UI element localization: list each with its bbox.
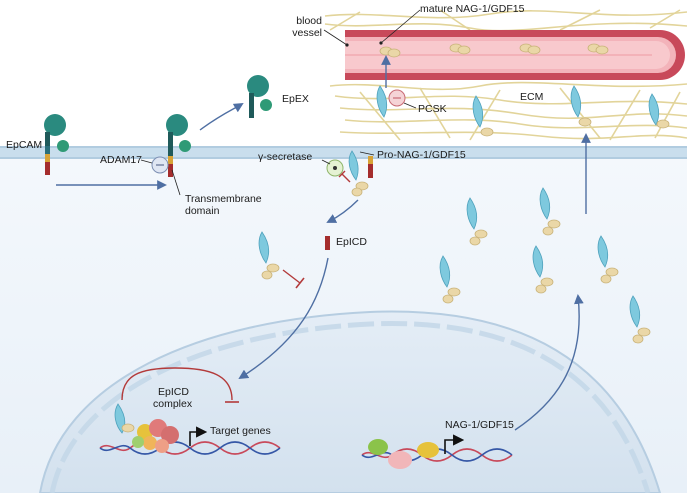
- expression-arrow: [514, 294, 584, 431]
- gamma-secretase-enzyme: [326, 159, 344, 177]
- epcam-label: EpCAM: [6, 139, 42, 151]
- pro-nag1-membrane: [348, 150, 369, 197]
- to-epicd-arrow: [326, 199, 359, 223]
- epicd-to-nucleus-arrow: [238, 257, 329, 380]
- pro-nag1-cytoplasm: [258, 231, 280, 280]
- target-genes-tss-arrow: [189, 426, 208, 446]
- pcsk-leader-line: [403, 102, 417, 109]
- nucleus: [38, 310, 662, 493]
- pro-nag1-in-nucleus: [114, 403, 135, 434]
- ecm-gdf15-molecules: [376, 85, 670, 137]
- epex-fragment: [247, 75, 272, 118]
- mature-gdf15-in-vessel: [379, 43, 609, 58]
- inhibit-gamma: [341, 173, 351, 183]
- pro-nag-leader-line: [359, 151, 375, 156]
- pcsk-enzyme: [388, 89, 406, 107]
- epicd-label: EpICD: [336, 236, 367, 248]
- gdf15-tss-arrow: [444, 434, 465, 454]
- adam17-enzyme: [151, 156, 169, 174]
- tm-domain-label-1: Transmembrane: [185, 193, 262, 205]
- blood-vessel: [345, 30, 685, 80]
- inhibit-line-1: [282, 269, 301, 284]
- adam17-label: ADAM17: [100, 154, 142, 166]
- inhibit-bar-1: [295, 277, 305, 289]
- ecm-label: ECM: [520, 91, 543, 103]
- mature-leader-line: [380, 9, 421, 44]
- vessel-marker-dot: [345, 43, 349, 47]
- tm-leader-line: [171, 169, 181, 196]
- target-genes-label: Target genes: [210, 425, 271, 437]
- transcription-factors: [368, 439, 439, 469]
- blood-vessel-label-2: vessel: [292, 27, 322, 39]
- free-gdf15-molecules: [439, 187, 651, 344]
- adam17-leader-line: [140, 159, 153, 164]
- epcam-cleavage: [166, 114, 191, 177]
- epcam-full-length: [44, 114, 69, 175]
- epicd-complex: [132, 419, 179, 453]
- ecm-fibers: [324, 9, 687, 141]
- pcsk-label: PCSK: [418, 103, 447, 115]
- nag1-gene-label: NAG-1/GDF15: [445, 419, 514, 431]
- epex-label: EpEX: [282, 93, 309, 105]
- inhibit-gamma-bar: [338, 170, 346, 178]
- gamma-leader-line: [321, 159, 331, 165]
- epicd-complex-label-1: EpICD: [158, 386, 189, 398]
- epex-release-arrow: [199, 102, 244, 131]
- tm-domain-label-2: domain: [185, 205, 220, 217]
- epicd-fragment: [325, 236, 330, 250]
- blood-vessel-label-1: blood: [296, 15, 322, 27]
- complex-inhibit-loop: [121, 367, 233, 401]
- gamma-secretase-label: γ-secretase: [258, 151, 312, 163]
- epcam-tm-remnant: [368, 156, 373, 178]
- mature-gdf15-label: mature NAG-1/GDF15: [420, 3, 525, 15]
- vessel-leader-line: [323, 29, 348, 46]
- epicd-complex-label-2: complex: [153, 398, 193, 410]
- dna-left: [99, 441, 281, 455]
- pro-nag1-label: Pro-NAG-1/GDF15: [377, 149, 466, 161]
